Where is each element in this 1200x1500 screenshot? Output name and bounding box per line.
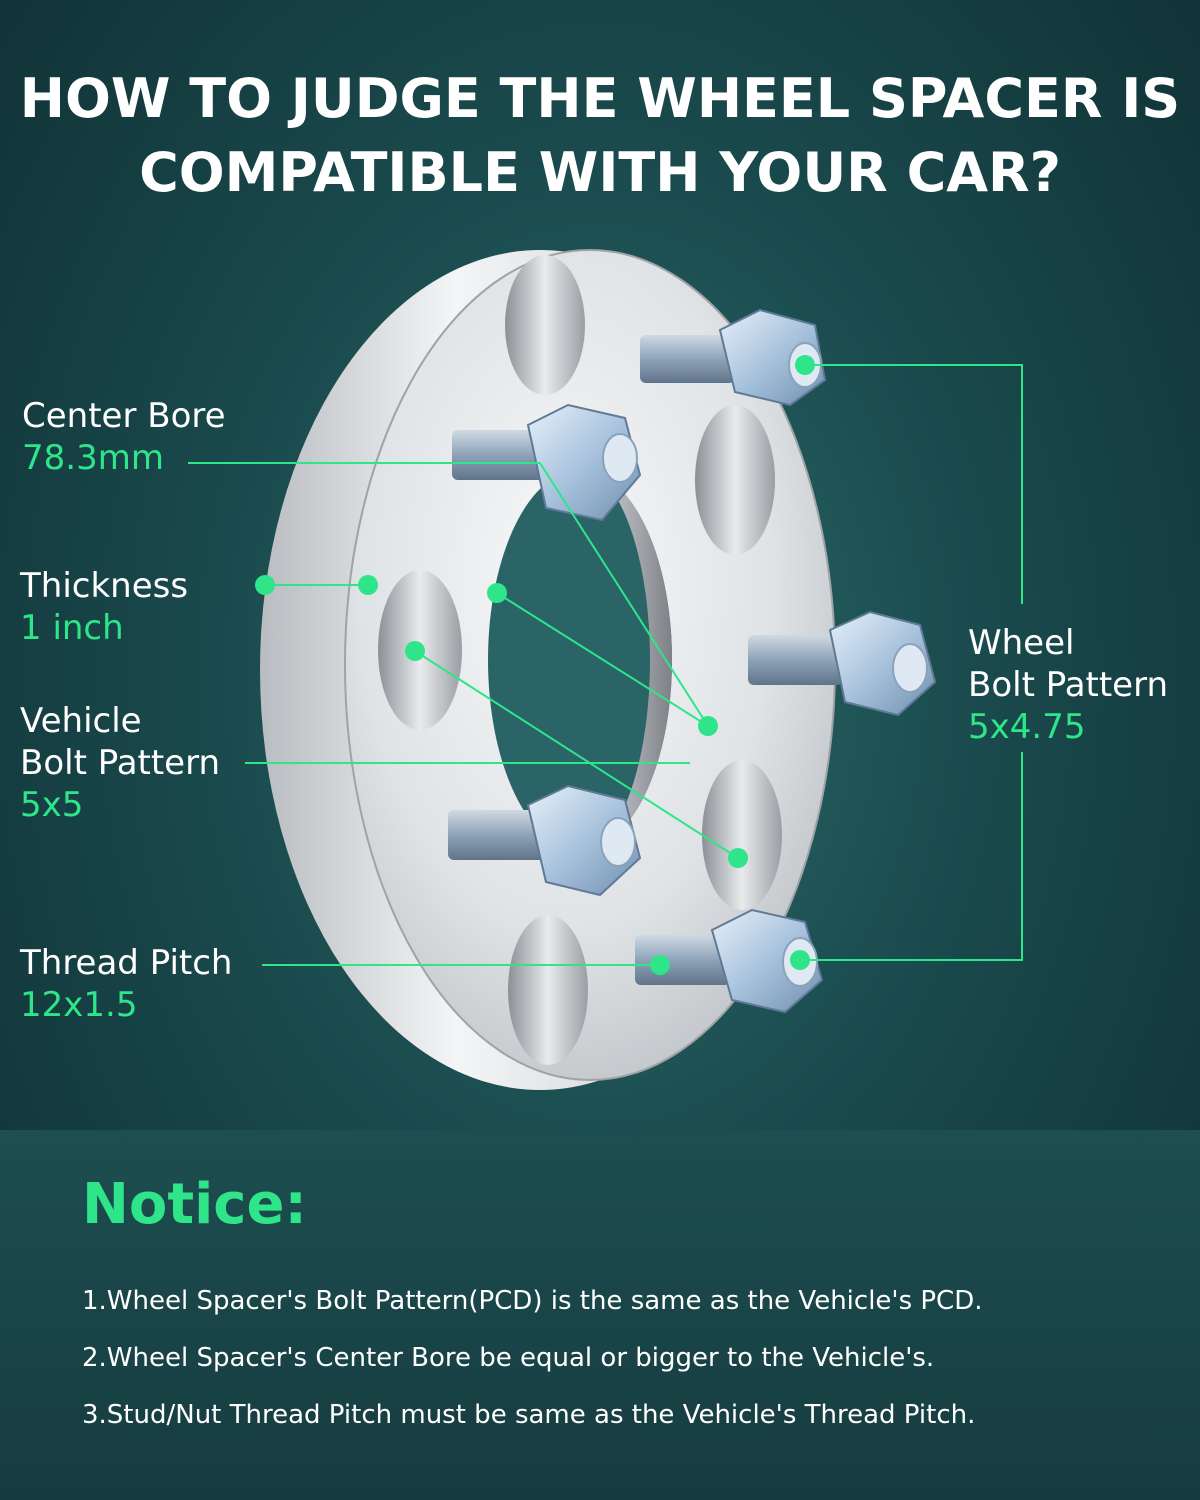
label-center-bore-value: 78.3mm xyxy=(22,438,164,478)
label-center-bore: Center Bore 78.3mm xyxy=(22,395,226,479)
label-center-bore-name: Center Bore xyxy=(22,396,226,436)
center-bore xyxy=(488,470,672,850)
label-thread-pitch-value: 12x1.5 xyxy=(20,985,138,1025)
label-thickness-value: 1 inch xyxy=(20,608,124,648)
notice-item-3: 3.Stud/Nut Thread Pitch must be same as … xyxy=(82,1400,976,1430)
callout-wheel-bolt-lower xyxy=(800,752,1023,961)
label-thread-pitch: Thread Pitch 12x1.5 xyxy=(20,942,232,1026)
bolt-hole xyxy=(505,255,585,395)
notice-title: Notice: xyxy=(82,1172,307,1237)
label-thickness-name: Thickness xyxy=(20,566,189,606)
notice-item-1: 1.Wheel Spacer's Bolt Pattern(PCD) is th… xyxy=(82,1286,983,1316)
headline-line-2: COMPATIBLE WITH YOUR CAR? xyxy=(139,141,1061,204)
callout-lines xyxy=(188,364,1023,966)
bolt-hole xyxy=(702,760,782,910)
spacer-disc xyxy=(260,249,836,1090)
label-wheel-bolt-pattern-name-1: Wheel xyxy=(968,623,1075,663)
callout-vehicle-bolt-b xyxy=(496,592,709,727)
lug-stud xyxy=(640,308,827,407)
callout-wheel-bolt xyxy=(805,364,1023,604)
notice-item-2: 2.Wheel Spacer's Center Bore be equal or… xyxy=(82,1343,935,1373)
wheel-spacer-illustration xyxy=(188,249,1023,1090)
label-wheel-bolt-pattern: Wheel Bolt Pattern 5x4.75 xyxy=(968,622,1168,748)
headline-line-1: HOW TO JUDGE THE WHEEL SPACER IS xyxy=(19,67,1181,130)
label-thickness: Thickness 1 inch xyxy=(20,565,188,649)
label-vehicle-bolt-pattern-name-1: Vehicle xyxy=(20,701,142,741)
label-vehicle-bolt-pattern: Vehicle Bolt Pattern 5x5 xyxy=(20,700,220,826)
lug-stud xyxy=(452,403,642,522)
bolt-hole xyxy=(508,915,588,1065)
lug-stud xyxy=(448,784,642,897)
label-vehicle-bolt-pattern-name-2: Bolt Pattern xyxy=(20,743,221,783)
bolt-hole xyxy=(695,405,775,555)
label-thread-pitch-name: Thread Pitch xyxy=(20,943,233,983)
center-bore-wall xyxy=(580,470,672,850)
label-wheel-bolt-pattern-value: 5x4.75 xyxy=(968,707,1086,747)
label-vehicle-bolt-pattern-value: 5x5 xyxy=(20,785,84,825)
headline: HOW TO JUDGE THE WHEEL SPACER IS COMPATI… xyxy=(0,62,1200,210)
notice-panel xyxy=(0,1130,1200,1500)
lug-stud xyxy=(748,610,937,717)
label-wheel-bolt-pattern-name-2: Bolt Pattern xyxy=(968,665,1169,705)
callout-vehicle-bolt-a xyxy=(414,650,739,859)
callout-dots xyxy=(255,355,815,975)
callout-center-bore-diag xyxy=(539,462,709,727)
